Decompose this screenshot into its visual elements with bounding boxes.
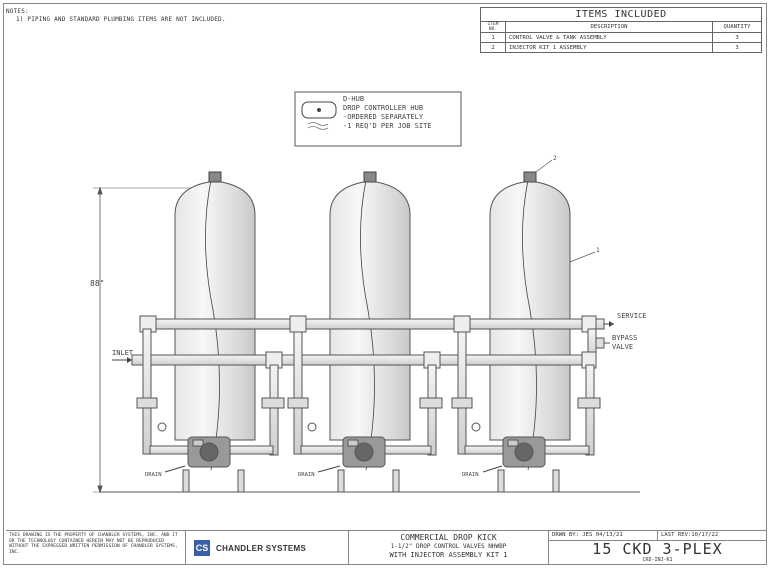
tank-legs bbox=[182, 469, 560, 493]
drawing-info: DRWN BY: JES 04/13/21 LAST REV:10/17/22 … bbox=[549, 531, 766, 565]
company-logo: CS CHANDLER SYSTEMS bbox=[186, 531, 349, 565]
drain-arrows bbox=[164, 465, 503, 473]
item-2-leader-label: 2 bbox=[553, 155, 557, 162]
service-label: SERVICE bbox=[617, 312, 647, 320]
desc-line-1: COMMERCIAL DROP KICK bbox=[400, 533, 497, 542]
notes-block: NOTES: 1) PIPING AND STANDARD PLUMBING I… bbox=[6, 8, 226, 24]
bypass-label-1: BYPASS bbox=[612, 334, 637, 342]
item-1-leader-label: 1 bbox=[596, 247, 600, 254]
tank-1-piping bbox=[136, 328, 285, 468]
desc-line-3: WITH INJECTOR ASSEMBLY KIT 1 bbox=[389, 551, 508, 559]
last-revision: LAST REV:10/17/22 bbox=[661, 532, 719, 538]
inlet-label: INLET bbox=[112, 349, 134, 357]
items-included-table: ITEMS INCLUDED ITEM NO. DESCRIPTION QUAN… bbox=[480, 7, 762, 53]
notes-header: NOTES: bbox=[6, 8, 29, 15]
callout-line-2: DROP CONTROLLER HUB bbox=[343, 104, 423, 112]
service-pipe bbox=[139, 315, 614, 333]
height-label: 88" bbox=[90, 279, 104, 288]
company-name: CHANDLER SYSTEMS bbox=[216, 543, 307, 553]
drain-label-2: DRAIN bbox=[298, 472, 315, 478]
tank-1 bbox=[174, 171, 256, 471]
row-qty: 3 bbox=[712, 42, 762, 53]
copyright-notice: THIS DRAWING IS THE PROPERTY OF CHANDLER… bbox=[6, 531, 186, 565]
desc-line-2: 1-1/2" DROP CONTROL VALVES NHWBP bbox=[390, 543, 507, 550]
table-row: 2 INJECTOR KIT 1 ASSEMBLY 3 bbox=[480, 42, 762, 53]
sub-part-number: CKD-INJ-K1 bbox=[642, 557, 673, 563]
callout-line-1: D-HUB bbox=[343, 95, 364, 103]
d-hub-callout: D-HUB DROP CONTROLLER HUB -ORDERED SEPAR… bbox=[294, 91, 462, 147]
title-block: THIS DRAWING IS THE PROPERTY OF CHANDLER… bbox=[6, 530, 766, 565]
tank-3-piping bbox=[451, 331, 601, 468]
drawn-by: DRWN BY: JES 04/13/21 bbox=[549, 531, 658, 540]
drain-label-1: DRAIN bbox=[145, 472, 162, 478]
notes-line: 1) PIPING AND STANDARD PLUMBING ITEMS AR… bbox=[16, 16, 226, 23]
callout-line-3: -ORDERED SEPARATELY bbox=[343, 113, 424, 121]
drawing-sheet bbox=[3, 3, 767, 565]
chandler-logo-icon: CS bbox=[194, 540, 210, 556]
drawing-description: COMMERCIAL DROP KICK 1-1/2" DROP CONTROL… bbox=[349, 531, 549, 565]
inlet-pipe bbox=[112, 351, 597, 369]
tank-3 bbox=[489, 171, 571, 471]
part-number: 15 CKD 3-PLEX bbox=[592, 540, 723, 558]
drain-label-3: DRAIN bbox=[462, 472, 479, 478]
tank-2 bbox=[329, 171, 411, 471]
bypass-label-2: VALVE bbox=[612, 343, 633, 351]
callout-line-4: -1 REQ'D PER JOB SITE bbox=[343, 122, 432, 130]
tank-2-piping bbox=[287, 331, 443, 468]
